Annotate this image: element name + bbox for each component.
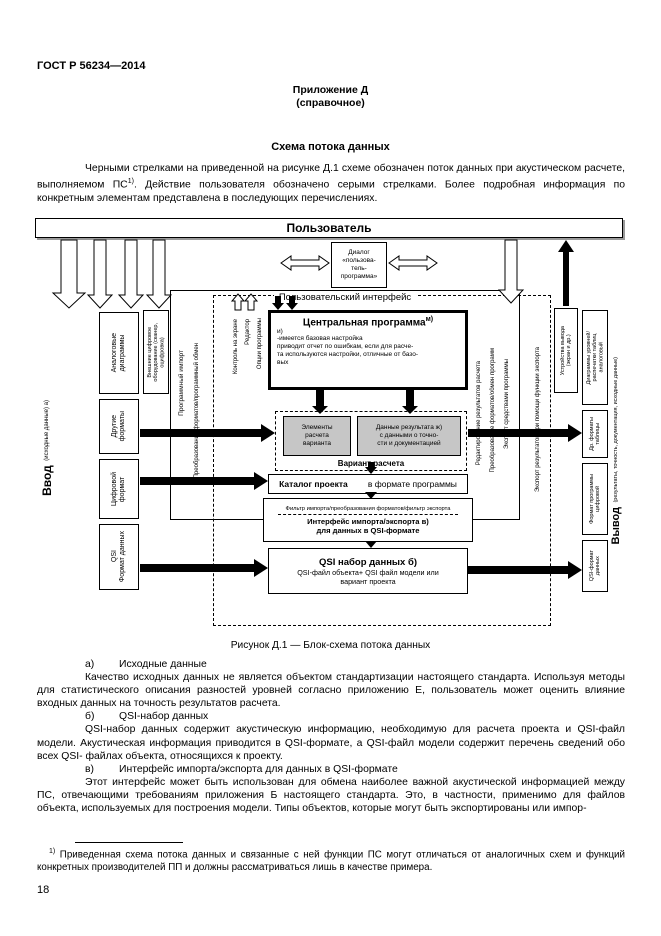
output-label-sub: (результаты, точность, документация, исх… <box>613 356 620 503</box>
list-title: QSI-набор данных <box>119 711 209 723</box>
central-program-note: -имеется базовая настройка приводит отче… <box>277 335 418 367</box>
list-item-head: в) Интерфейс импорта/экспорта для данных … <box>37 763 625 776</box>
format-conversion-right-label: Преобразование форматов/обмен программ <box>489 348 496 473</box>
export-by-program-label: Экспорт средствами программы <box>503 358 510 449</box>
filter-line: Фильтр импорта/преобразования форматов/ф… <box>285 505 451 512</box>
program-import-label: Программный импорт <box>177 350 185 416</box>
program-options-label: Опции программы <box>257 318 264 370</box>
footnote-body: Приведенная схема потока данных и связан… <box>37 849 625 873</box>
central-program-box: Центральная программам) и) -имеется базо… <box>268 310 468 390</box>
page-number: 18 <box>37 884 50 896</box>
input-label: Ввод (исходные данные) а) <box>35 308 59 588</box>
intro-text-start: Черными стрелками на приведенной на рису… <box>37 163 625 191</box>
section-title: Схема потока данных <box>271 141 390 153</box>
list-letter: в) <box>85 763 94 775</box>
standard-number: ГОСТ Р 56234—2014 <box>37 60 146 72</box>
central-marker: и) <box>277 328 283 336</box>
intro-paragraph: Черными стрелками на приведенной на рису… <box>37 162 625 205</box>
output-analog-box: Диаграммы уровней/ распечатки таблиц ана… <box>582 310 608 405</box>
output-qsi-box: QSI-формат данных <box>582 540 608 592</box>
appendix-title: Приложение Д (справочное) <box>292 84 369 109</box>
list-letter: а) <box>85 659 95 670</box>
footnote-text: 1) Приведенная схема потока данных и свя… <box>37 846 625 874</box>
output-tables-box: Др. форматы таблицы <box>582 410 608 458</box>
user-down-arrow <box>51 239 87 309</box>
central-sup: м) <box>425 316 434 323</box>
list-item-head: а) Исходные данные <box>37 658 625 671</box>
qsi-dataset-body: QSI-файл объекта+ QSI файл модели или ва… <box>297 567 439 586</box>
external-device-box: Внешние цифровое оборудование (сканер, о… <box>143 310 169 394</box>
qsi-dataset-box: QSI набор данных б) QSI-файл объекта+ QS… <box>268 548 468 594</box>
user-bar: Пользователь <box>35 218 623 238</box>
input-other-formats-box: Другие форматы <box>99 399 139 454</box>
project-catalog-box: Каталог проекта в формате программы <box>268 474 468 494</box>
footnote-rule <box>75 842 183 843</box>
interface-divider <box>278 513 458 515</box>
list-body: Качество исходных данных не является объ… <box>37 672 625 710</box>
project-catalog-sub: в формате программы <box>367 479 457 489</box>
definitions-list: а) Исходные данные Качество исходных данн… <box>37 658 625 815</box>
dialog-left-arrow <box>280 255 330 271</box>
footnote-marker: 1) <box>49 848 56 855</box>
screen-control-label: Контроль на экране <box>233 319 240 375</box>
variant-elements-box: Элементы расчета варианта <box>283 416 351 456</box>
export-function-label: Экспорт результатов при помощи функции э… <box>534 347 541 493</box>
result-data-box: Данные результата ж) с данными о точно- … <box>357 416 461 456</box>
list-letter: б) <box>85 711 95 723</box>
format-conversion-left-label: Преобразование форматов/программный обме… <box>194 342 201 479</box>
dialog-right-arrow <box>388 255 438 271</box>
user-down-arrow <box>86 239 114 309</box>
input-label-title: Ввод <box>40 465 55 496</box>
dialog-box: Диалог «пользова- тель- программа» <box>331 242 387 288</box>
user-interface-title: Пользовательский интерфейс <box>170 292 520 303</box>
figure-caption: Рисунок Д.1 — Блок-схема потока данных <box>230 640 431 651</box>
output-label-title: Вывод <box>610 506 623 545</box>
list-body: QSI-набор данных содержит акустическую и… <box>37 724 625 762</box>
editor-label: Редактор <box>245 319 252 345</box>
data-arrow-device-to-user <box>558 240 574 306</box>
data-flow-diagram: Пользовательский интерфейс Пользователь … <box>35 218 625 633</box>
input-label-sub: (исходные данные) а) <box>44 400 51 461</box>
list-body: Этот интерфейс может быть использован дл… <box>37 776 625 815</box>
user-down-arrow <box>117 239 145 309</box>
output-label: Вывод (результаты, точность, документаци… <box>607 308 625 593</box>
user-down-arrow <box>145 239 173 309</box>
input-analog-box: Аналоговые диаграммы <box>99 312 139 394</box>
central-program-title: Центральная программам) <box>302 316 434 329</box>
list-item-head: б) QSI-набор данных <box>37 710 625 723</box>
list-title: Исходные данные <box>119 659 207 670</box>
input-digital-box: Цифровой формат <box>99 459 139 519</box>
project-catalog-title: Каталог проекта <box>279 479 348 489</box>
variant-label: Вариант расчета <box>337 458 405 468</box>
import-export-interface-box: Фильтр импорта/преобразования форматов/ф… <box>263 498 473 542</box>
footnote-block: 1) Приведенная схема потока данных и свя… <box>37 842 625 874</box>
list-title: Интерфейс импорта/экспорта для данных в … <box>119 763 398 775</box>
footnote-marker-ref: 1) <box>127 178 134 186</box>
interface-title: Интерфейс импорта/экспорта в) для данных… <box>307 516 429 535</box>
edit-results-label: Редактирование результатов расчета <box>475 360 482 466</box>
qsi-dataset-title: QSI набор данных б) <box>319 556 417 568</box>
output-program-format-box: Формат программы цифровой <box>582 463 608 535</box>
input-qsi-box: QSI Формат данных <box>99 524 139 590</box>
output-devices-box: Устройства вывода (экран и др.) <box>554 308 578 393</box>
intro-text-end: . Действие пользователя обозначено серым… <box>37 179 626 204</box>
